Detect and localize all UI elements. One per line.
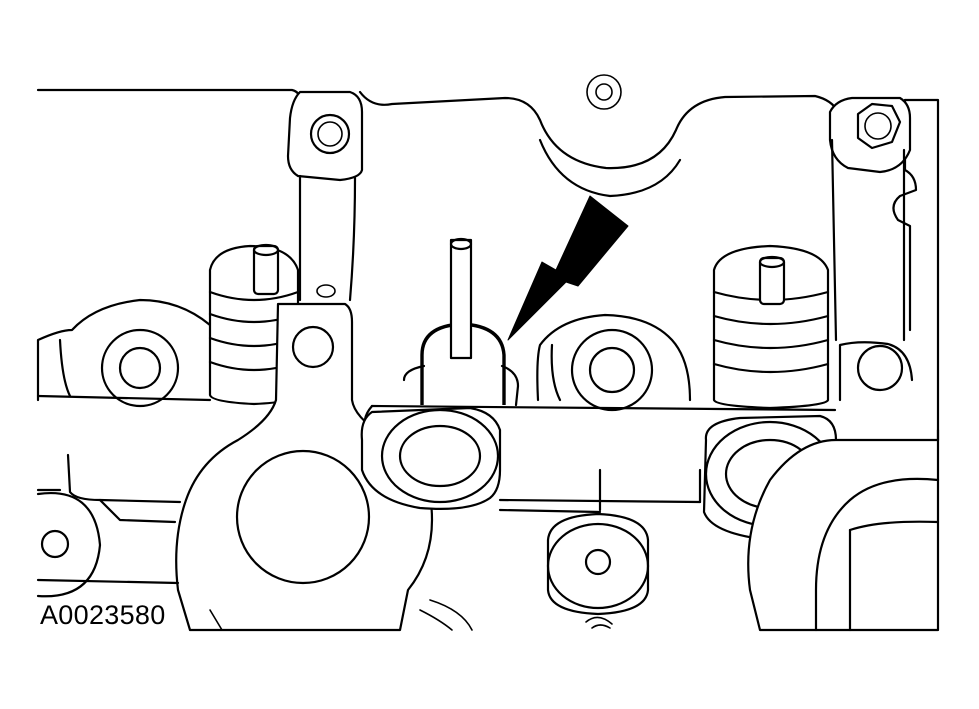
pointer-arrow-icon	[507, 195, 629, 341]
left-valve-seat	[36, 298, 212, 408]
dowel-hole	[586, 74, 622, 110]
rocker-pivot	[235, 449, 371, 585]
bottom-edges	[209, 599, 473, 631]
hex-bolt-icon	[856, 102, 902, 150]
bolt-hole	[309, 113, 351, 155]
right-valve-seat	[838, 341, 914, 402]
valve-stem-seal	[402, 237, 520, 407]
right-valve-spring	[712, 244, 830, 410]
center-port-boss	[360, 406, 502, 510]
right-cam-bridge	[828, 96, 912, 342]
left-rocker-arm	[175, 302, 434, 632]
lower-left-boss	[36, 491, 102, 598]
valve-stem	[449, 238, 473, 360]
left-cam-bridge	[286, 90, 364, 302]
right-rocker-arm	[747, 438, 940, 632]
figure-reference-id: A0023580	[40, 600, 166, 630]
center-valve-seat	[536, 313, 692, 412]
cylinder-head-lower-body	[36, 394, 940, 585]
lower-center-boss	[546, 512, 650, 629]
